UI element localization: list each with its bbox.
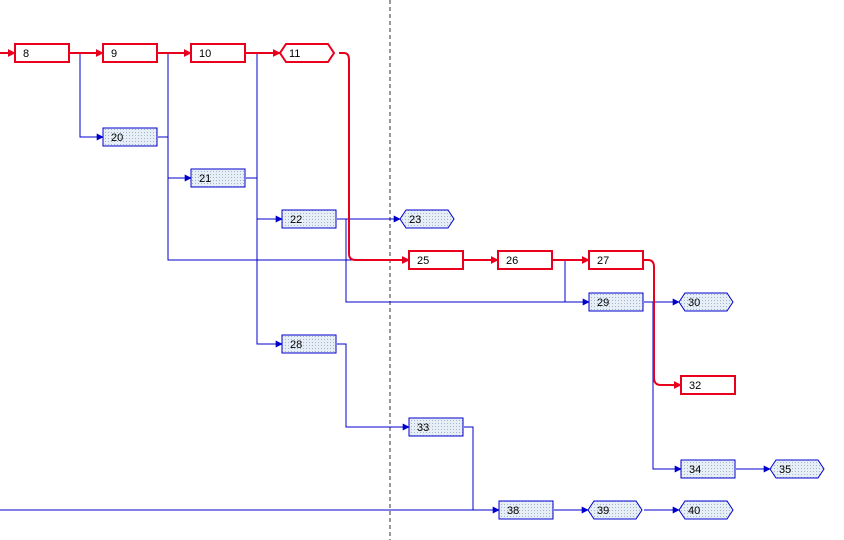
link-to-33: [337, 343, 410, 431]
link-to-34: [644, 301, 682, 473]
task-node-26[interactable]: 26: [497, 250, 553, 270]
node-label: 38: [507, 505, 519, 517]
task-node-10[interactable]: 10: [190, 43, 246, 63]
node-box: [408, 250, 464, 270]
node-box: [102, 127, 158, 147]
node-label: 20: [111, 132, 123, 144]
node-box: [281, 334, 337, 354]
node-box: [769, 459, 825, 479]
milestone-node-40[interactable]: 40: [678, 500, 734, 520]
node-label: 10: [199, 48, 211, 60]
task-node-8[interactable]: 8: [14, 43, 70, 63]
node-box: [498, 500, 554, 520]
task-node-33[interactable]: 33: [408, 417, 464, 437]
node-label: 27: [597, 255, 609, 267]
task-node-38[interactable]: 38: [498, 500, 554, 520]
node-box: [678, 292, 734, 312]
node-label: 11: [289, 48, 300, 60]
link-to-29: [337, 218, 590, 306]
task-nodes: 8 9 10 11 20 21 22 23 25 26 27 28 29 30 32 33 34 35 38 39 40: [14, 43, 825, 520]
link-to-25: [167, 178, 410, 264]
node-box: [497, 250, 553, 270]
task-node-21[interactable]: 21: [190, 168, 246, 188]
node-label: 35: [779, 464, 791, 476]
task-node-22[interactable]: 22: [281, 209, 337, 229]
node-label: 32: [689, 380, 701, 392]
node-label: 21: [199, 173, 211, 185]
link-to-22: [246, 52, 283, 223]
node-box: [14, 43, 70, 63]
node-label: 25: [417, 255, 429, 267]
link-to-29: [553, 259, 566, 302]
critical-link-to-25: [339, 52, 410, 264]
critical-path-links: [0, 49, 682, 389]
link-to-20: [70, 52, 104, 141]
milestone-node-11[interactable]: 11: [278, 43, 336, 63]
milestone-node-35[interactable]: 35: [769, 459, 825, 479]
task-node-29[interactable]: 29: [588, 292, 644, 312]
node-label: 40: [688, 505, 700, 517]
node-label: 29: [597, 297, 609, 309]
milestone-node-39[interactable]: 39: [587, 500, 643, 520]
node-label: 30: [688, 297, 700, 309]
node-label: 33: [417, 422, 429, 434]
milestone-node-30[interactable]: 30: [678, 292, 734, 312]
task-node-32[interactable]: 32: [680, 375, 736, 395]
dependency-links: [0, 52, 771, 514]
node-label: 8: [23, 48, 29, 60]
task-node-20[interactable]: 20: [102, 127, 158, 147]
node-label: 22: [290, 214, 302, 226]
task-node-34[interactable]: 34: [680, 459, 736, 479]
node-box: [278, 43, 336, 63]
link-to-28: [256, 219, 283, 348]
node-box: [588, 250, 644, 270]
node-box: [190, 43, 246, 63]
critical-link-to-32: [644, 259, 682, 389]
node-box: [102, 43, 158, 63]
node-label: 26: [506, 255, 518, 267]
node-box: [281, 209, 337, 229]
link-to-38: [464, 426, 500, 514]
node-box: [408, 417, 464, 437]
node-box: [678, 500, 734, 520]
node-box: [587, 500, 643, 520]
task-node-9[interactable]: 9: [102, 43, 158, 63]
milestone-node-23[interactable]: 23: [399, 209, 455, 229]
task-node-25[interactable]: 25: [408, 250, 464, 270]
node-box: [399, 209, 455, 229]
node-label: 23: [409, 214, 421, 226]
node-label: 39: [597, 505, 609, 517]
node-box: [190, 168, 246, 188]
node-box: [680, 375, 736, 395]
node-box: [680, 459, 736, 479]
link-to-21: [158, 52, 192, 182]
node-box: [588, 292, 644, 312]
task-node-27[interactable]: 27: [588, 250, 644, 270]
node-label: 34: [689, 464, 701, 476]
task-node-28[interactable]: 28: [281, 334, 337, 354]
node-label: 9: [111, 48, 117, 60]
node-label: 28: [290, 339, 302, 351]
